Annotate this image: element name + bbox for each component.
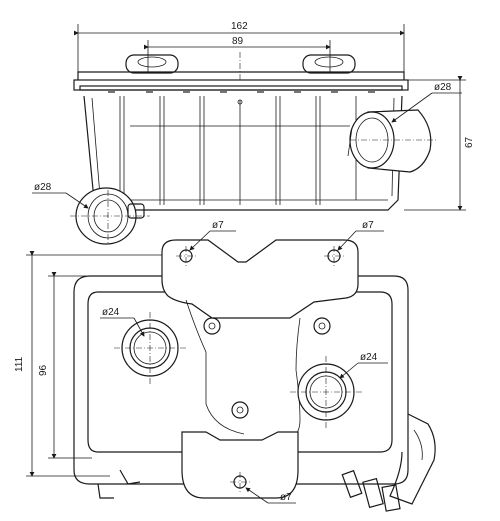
dim-port-left: ø24 <box>102 307 120 318</box>
dim-pipe-side: ø28 <box>34 182 52 193</box>
dim-height-111: 111 <box>14 356 25 372</box>
dim-port-right: ø24 <box>360 352 378 363</box>
bottom-view: 111 96 ø24 <box>14 220 436 512</box>
dim-height-96: 96 <box>38 364 49 376</box>
dim-pipe-top: ø28 <box>434 82 452 93</box>
dim-bolt-tr: ø7 <box>362 220 374 231</box>
dim-bolt-tl: ø7 <box>212 220 224 231</box>
dim-width-162: 162 <box>231 21 248 32</box>
top-view: ø28 67 ø28 <box>32 24 475 245</box>
dim-bolt-bottom: ø7 <box>280 492 292 503</box>
dim-height-67: 67 <box>464 136 475 148</box>
dim-width-89: 89 <box>232 36 244 47</box>
